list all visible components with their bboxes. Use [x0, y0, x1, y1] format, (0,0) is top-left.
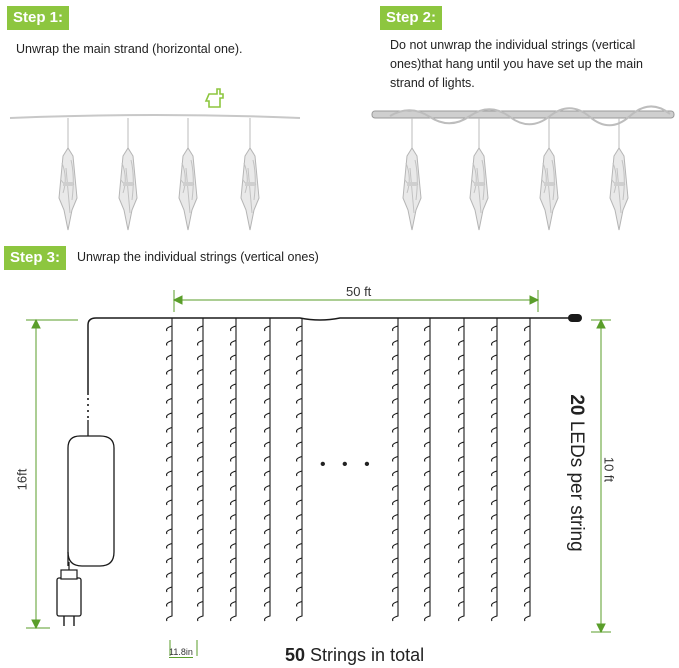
led-string	[392, 318, 399, 622]
led-string	[296, 318, 303, 622]
step-3-badge: Step 3:	[4, 246, 67, 270]
step-1-badge: Step 1:	[7, 6, 70, 30]
led-string	[458, 318, 465, 622]
leds-text: LEDs per string	[566, 415, 587, 552]
spacing-label: 11.8in	[169, 647, 193, 658]
cord-length-label: 16ft	[14, 468, 30, 491]
led-string	[524, 318, 531, 622]
height-label: 10 ft	[601, 456, 617, 483]
step-2-text: Do not unwrap the individual strings (ve…	[390, 38, 643, 90]
total-strings-label: 50 Strings in total	[285, 645, 424, 666]
leds-per-string-label: 20 LEDs per string	[565, 383, 587, 563]
strings-text: Strings in total	[305, 645, 425, 665]
ellipsis: • • •	[320, 456, 376, 473]
led-strings	[166, 318, 531, 622]
width-label: 50 ft	[346, 284, 372, 299]
led-string	[230, 318, 237, 622]
strings-count: 50	[285, 645, 306, 665]
step-1-text: Unwrap the main strand (horizontal one).	[16, 42, 243, 56]
step-2-badge: Step 2:	[380, 6, 443, 30]
led-string	[197, 318, 204, 622]
led-string	[264, 318, 271, 622]
step-3-text: Unwrap the individual strings (vertical …	[77, 250, 319, 264]
led-string	[166, 318, 173, 622]
led-string	[491, 318, 498, 622]
leds-count: 20	[566, 394, 587, 416]
hand-pointer-icon	[204, 88, 224, 108]
led-string	[424, 318, 431, 622]
